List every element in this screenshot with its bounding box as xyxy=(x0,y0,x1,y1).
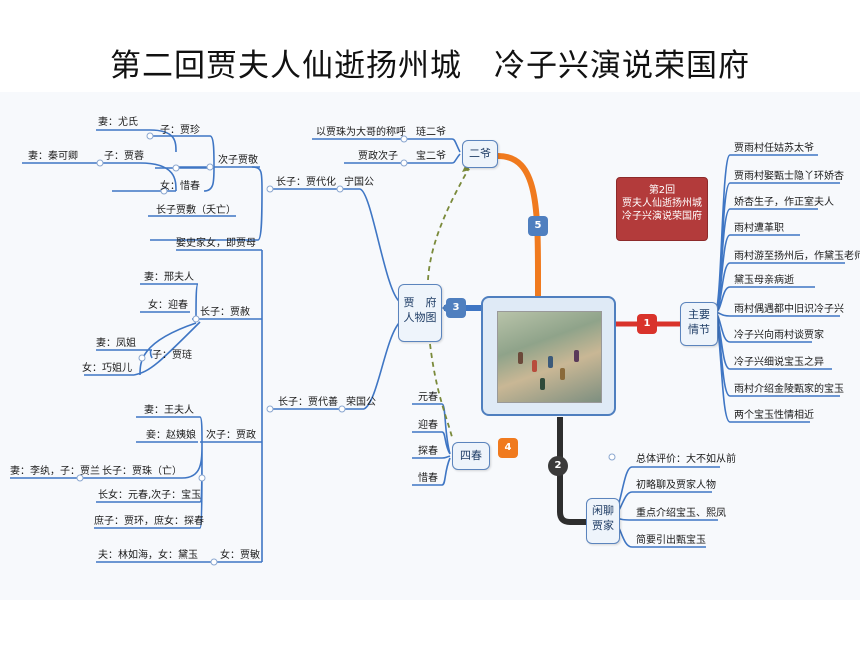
family-label-2: 人物图 xyxy=(403,311,437,324)
jiazheng: 次子：贾政 xyxy=(206,430,256,441)
jiazhu: 长子：贾珠（亡） xyxy=(102,466,182,477)
topic-line-2: 冷子兴演说荣国府 xyxy=(622,211,702,222)
sichun-node: 四春 xyxy=(452,442,490,470)
plot-item: 冷子兴细说宝玉之异 xyxy=(734,357,824,368)
topic-box: 第2回 贾夫人仙逝扬州城 冷子兴演说荣国府 xyxy=(616,177,708,241)
ningguo-label: 宁国公 xyxy=(344,177,374,188)
plot-item: 两个宝玉性情相近 xyxy=(734,410,814,421)
yingchun: 女：迎春 xyxy=(148,300,188,311)
badge-3: 3 xyxy=(446,298,466,318)
topic-line-1: 贾夫人仙逝扬州城 xyxy=(622,198,702,209)
jiamin: 女：贾敏 xyxy=(220,550,260,561)
wangfuren: 妻：王夫人 xyxy=(144,405,194,416)
scene-illustration xyxy=(497,311,602,403)
erye-item-desc: 贾政次子 xyxy=(358,151,398,162)
erye-item-desc: 以贾珠为大哥的称呼 xyxy=(316,127,406,138)
plot-item: 雨村偶遇都中旧识冷子兴 xyxy=(734,304,844,315)
plot-item: 黛玉母亲病逝 xyxy=(734,275,794,286)
erye-item-name: 宝二爷 xyxy=(416,151,446,162)
tanchun: 庶子：贾环，庶女：探春 xyxy=(94,516,204,527)
main-plot-label-2: 情节 xyxy=(688,323,710,336)
page-title: 第二回贾夫人仙逝扬州城 冷子兴演说荣国府 xyxy=(110,48,750,84)
central-image-node xyxy=(481,296,616,416)
chat-item: 总体评价：大不如从前 xyxy=(636,454,736,465)
jiarong: 子：贾蓉 xyxy=(104,151,144,162)
badge-1: 1 xyxy=(637,314,657,334)
topic-line-chapter: 第2回 xyxy=(648,185,676,196)
sichun-item: 迎春 xyxy=(418,420,438,431)
plot-item: 贾雨村任姑苏太爷 xyxy=(734,143,814,154)
xichun: 女：惜春 xyxy=(160,181,200,192)
fengjie: 妻：凤姐 xyxy=(96,338,136,349)
badge-2: 2 xyxy=(548,456,568,476)
erye-item-name: 琏二爷 xyxy=(416,127,446,138)
yuanchun-baoyu: 长女：元春,次子：宝玉 xyxy=(98,490,202,501)
erye-node: 二爷 xyxy=(462,140,498,168)
chat-label-2: 贾家 xyxy=(592,519,614,532)
mind-map: 第2回 贾夫人仙逝扬州城 冷子兴演说荣国府 1 2 3 4 5 主要 情节 贾雨… xyxy=(0,92,860,600)
plot-item: 冷子兴向雨村谈贾家 xyxy=(734,330,824,341)
plot-item: 娇杏生子，作正室夫人 xyxy=(734,197,834,208)
youshi: 妻：尤氏 xyxy=(98,117,138,128)
plot-item: 雨村介绍金陵甄家的宝玉 xyxy=(734,384,844,395)
mind-map-connectors xyxy=(10,129,845,566)
chat-node: 闲聊 贾家 xyxy=(586,498,620,544)
plot-item: 贾雨村娶甄士隐丫环娇杏 xyxy=(734,171,844,182)
qiaojie: 女：巧姐儿 xyxy=(82,363,132,374)
jialian: 子：贾琏 xyxy=(152,350,192,361)
ningguo-son: 长子：贾代化 xyxy=(276,177,336,188)
family-node: 贾 府 人物图 xyxy=(398,284,442,342)
plot-item: 雨村游至扬州后，作黛玉老师 xyxy=(734,251,860,262)
sichun-item: 探春 xyxy=(418,446,438,457)
rongguo-son: 长子：贾代善 xyxy=(278,397,338,408)
sichun-item: 元春 xyxy=(418,392,438,403)
qinkeqing: 妻：秦可卿 xyxy=(28,151,78,162)
family-label-1: 贾 府 xyxy=(403,296,437,309)
badge-5: 5 xyxy=(528,216,548,236)
jiamu: 娶史家女，即贾母 xyxy=(176,238,256,249)
badge-4: 4 xyxy=(498,438,518,458)
chat-item: 简要引出甄宝玉 xyxy=(636,535,706,546)
erye-label: 二爷 xyxy=(469,147,491,160)
jiafu: 长子贾敷（夭亡） xyxy=(156,205,236,216)
chat-item: 初略聊及贾家人物 xyxy=(636,480,716,491)
main-plot-node: 主要 情节 xyxy=(680,302,718,346)
chat-item: 重点介绍宝玉、熙凤 xyxy=(636,508,726,519)
jiazhu-family: 妻：李纨，子：贾兰 xyxy=(10,466,100,477)
zhaoyiniang: 妾：赵姨娘 xyxy=(146,430,196,441)
plot-item: 雨村遭革职 xyxy=(734,223,784,234)
jiajing: 次子贾敬 xyxy=(218,155,258,166)
jiashe: 长子：贾赦 xyxy=(200,307,250,318)
jiazhen: 子：贾珍 xyxy=(160,125,200,136)
rongguo-label: 荣国公 xyxy=(346,397,376,408)
sichun-item: 惜春 xyxy=(418,473,438,484)
chat-label-1: 闲聊 xyxy=(592,504,614,517)
main-plot-label-1: 主要 xyxy=(688,308,710,321)
daiyu: 夫：林如海，女：黛玉 xyxy=(98,550,198,561)
xingfuren: 妻：邢夫人 xyxy=(144,272,194,283)
sichun-label: 四春 xyxy=(460,449,482,462)
